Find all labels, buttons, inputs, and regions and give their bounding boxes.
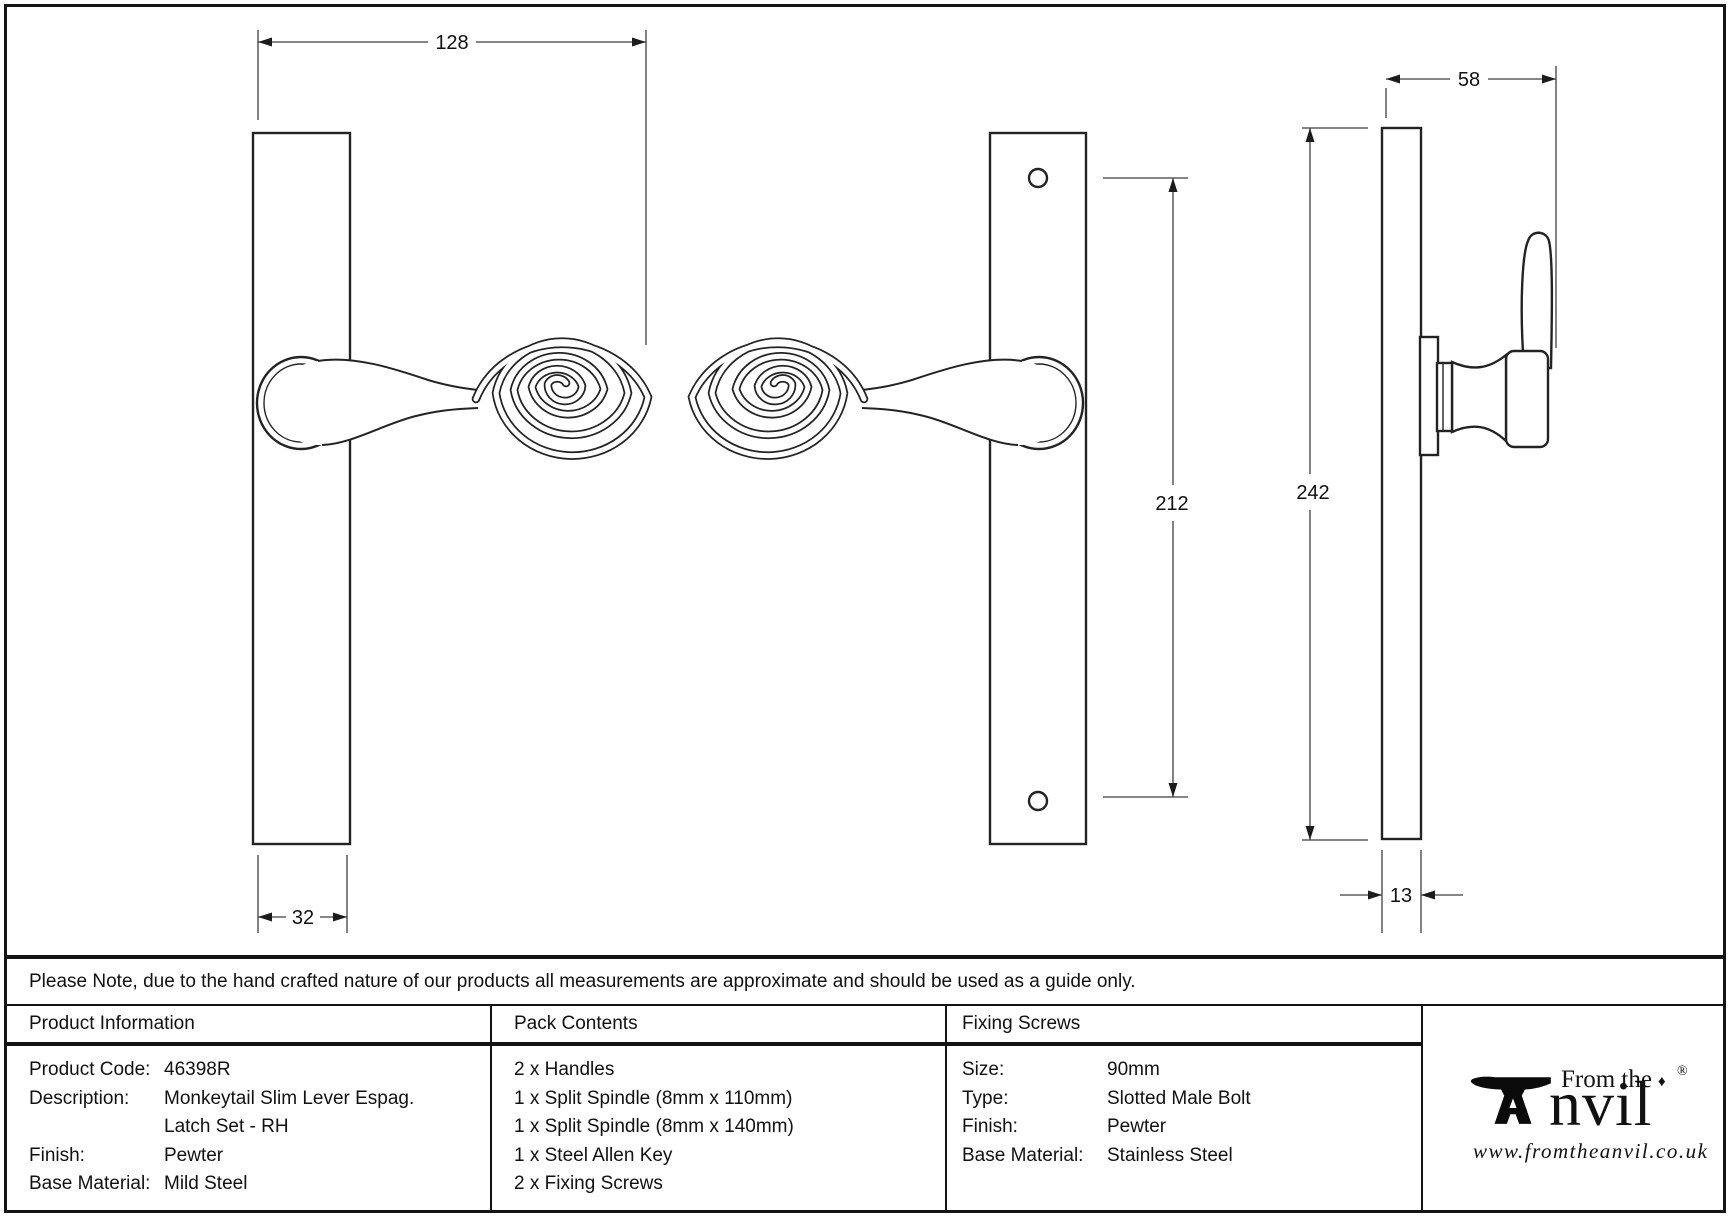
- dimension-projection: 58: [1385, 66, 1557, 348]
- spec-columns: Product Information Product Code: 46398R…: [7, 1006, 1723, 1210]
- fixing-screws-column: Fixing Screws Size: 90mm Type: Slotted M…: [947, 1006, 1423, 1210]
- dimension-backplate-thickness: 13: [1340, 850, 1463, 933]
- side-mounting-block: [1418, 335, 1440, 457]
- pack-contents-body: 2 x Handles 1 x Split Spindle (8mm x 110…: [492, 1046, 945, 1210]
- left-monkeytail-spiral-highlight: [473, 339, 651, 459]
- screw-type-row: Type: Slotted Male Bolt: [947, 1085, 1421, 1114]
- side-lever-arm: [1520, 231, 1554, 370]
- screw-finish-label: Finish:: [962, 1116, 1018, 1138]
- product-information-header: Product Information: [7, 1006, 490, 1046]
- dimension-label-13: 13: [1390, 885, 1412, 907]
- front-view-right-handle: [687, 131, 1088, 846]
- base-material-label: Base Material:: [29, 1173, 151, 1195]
- screw-size-row: Size: 90mm: [947, 1056, 1421, 1085]
- base-material-row: Base Material: Mild Steel: [7, 1170, 490, 1199]
- left-backplate: [251, 131, 352, 846]
- product-code-value: 46398R: [164, 1059, 231, 1080]
- dimension-lever-length: 128: [257, 30, 647, 345]
- finish-row: Finish: Pewter: [7, 1142, 490, 1171]
- logo-website-url: www.fromtheanvil.co.uk: [1473, 1139, 1709, 1163]
- right-lever-neck: [862, 359, 1064, 446]
- description-row-continued: Latch Set - RH: [7, 1113, 490, 1142]
- measurement-note-text: Please Note, due to the hand crafted nat…: [29, 970, 1136, 992]
- left-lever-neck-bottom-edge: [321, 407, 479, 446]
- screw-finish-row: Finish: Pewter: [947, 1113, 1421, 1142]
- right-lever-neck-bottom-edge: [861, 407, 1019, 446]
- screw-size-label: Size:: [962, 1059, 1005, 1080]
- description-label-blank: [29, 1113, 164, 1142]
- left-lever-neck-top-edge: [317, 358, 479, 391]
- side-view-handle: [1380, 126, 1554, 841]
- product-information-body: Product Code: 46398R Description: Monkey…: [7, 1046, 490, 1210]
- description-label: Description:: [29, 1087, 130, 1109]
- description-value-line1: Monkeytail Slim Lever Espag.: [164, 1087, 415, 1109]
- technical-drawing: 128 58 212: [251, 30, 1557, 933]
- left-lever-neck: [276, 359, 478, 446]
- right-backplate-top-screw-hole: [1027, 167, 1049, 189]
- spec-table: Please Note, due to the hand crafted nat…: [7, 955, 1723, 1210]
- pack-item: 1 x Split Spindle (8mm x 140mm): [514, 1116, 794, 1138]
- right-monkeytail-spiral-highlight: [689, 339, 867, 459]
- pack-item: 2 x Handles: [514, 1059, 615, 1080]
- finish-value: Pewter: [164, 1144, 224, 1166]
- pack-contents-column: Pack Contents 2 x Handles 1 x Split Spin…: [492, 1006, 947, 1210]
- product-code-row: Product Code: 46398R: [7, 1056, 490, 1085]
- dimension-label-212: 212: [1155, 493, 1188, 515]
- product-code-label: Product Code:: [29, 1059, 151, 1080]
- dimension-label-128: 128: [435, 32, 468, 54]
- logo-anvil-wordmark: nvil: [1549, 1068, 1653, 1139]
- description-value-line2: Latch Set - RH: [164, 1116, 289, 1138]
- screw-base-material-row: Base Material: Stainless Steel: [947, 1142, 1421, 1171]
- screw-type-label: Type:: [962, 1087, 1009, 1109]
- side-lever-grip-end: [1504, 349, 1550, 449]
- dimension-backplate-height: 242: [1296, 127, 1368, 841]
- right-backplate-bottom-screw-hole: [1027, 790, 1049, 812]
- product-information-column: Product Information Product Code: 46398R…: [7, 1006, 492, 1210]
- pack-item: 1 x Steel Allen Key: [514, 1144, 673, 1166]
- base-material-value: Mild Steel: [164, 1173, 248, 1195]
- finish-label: Finish:: [29, 1144, 85, 1166]
- measurement-note: Please Note, due to the hand crafted nat…: [7, 959, 1723, 1006]
- fixing-screws-body: Size: 90mm Type: Slotted Male Bolt Finis…: [947, 1046, 1421, 1210]
- dimension-label-242: 242: [1296, 482, 1329, 504]
- dimension-label-32: 32: [292, 907, 314, 929]
- logo-from-the-text: From the♦: [1561, 1066, 1666, 1093]
- pack-contents-header: Pack Contents: [492, 1006, 945, 1046]
- screw-size-value: 90mm: [1107, 1059, 1160, 1080]
- dimension-backplate-width: 32: [257, 855, 348, 933]
- dimension-label-58: 58: [1458, 69, 1480, 91]
- screw-finish-value: Pewter: [1107, 1116, 1167, 1138]
- right-lever-neck-top-edge: [861, 358, 1023, 391]
- fixing-screws-header: Fixing Screws: [947, 1006, 1421, 1046]
- right-backplate: [988, 131, 1088, 846]
- screw-type-value: Slotted Male Bolt: [1107, 1087, 1251, 1109]
- screw-base-material-value: Stainless Steel: [1107, 1144, 1233, 1166]
- side-lever-hub: [1450, 352, 1508, 444]
- brand-logo-cell: From the♦ nvil ® www.fromtheanvil.co.uk: [1423, 1006, 1723, 1210]
- diamond-icon: ♦: [1657, 1074, 1666, 1090]
- side-backplate: [1380, 126, 1423, 841]
- registered-trademark-icon: ®: [1677, 1064, 1688, 1079]
- pack-item: 2 x Fixing Screws: [514, 1173, 663, 1195]
- anvil-icon: [1470, 1076, 1551, 1124]
- description-row: Description: Monkeytail Slim Lever Espag…: [7, 1085, 490, 1114]
- side-hub-collar: [1435, 361, 1454, 433]
- front-view-left-handle: [251, 131, 653, 846]
- screw-base-material-label: Base Material:: [962, 1144, 1084, 1166]
- pack-item: 1 x Split Spindle (8mm x 110mm): [514, 1087, 793, 1109]
- dimension-fixing-centres: 212: [1103, 177, 1189, 798]
